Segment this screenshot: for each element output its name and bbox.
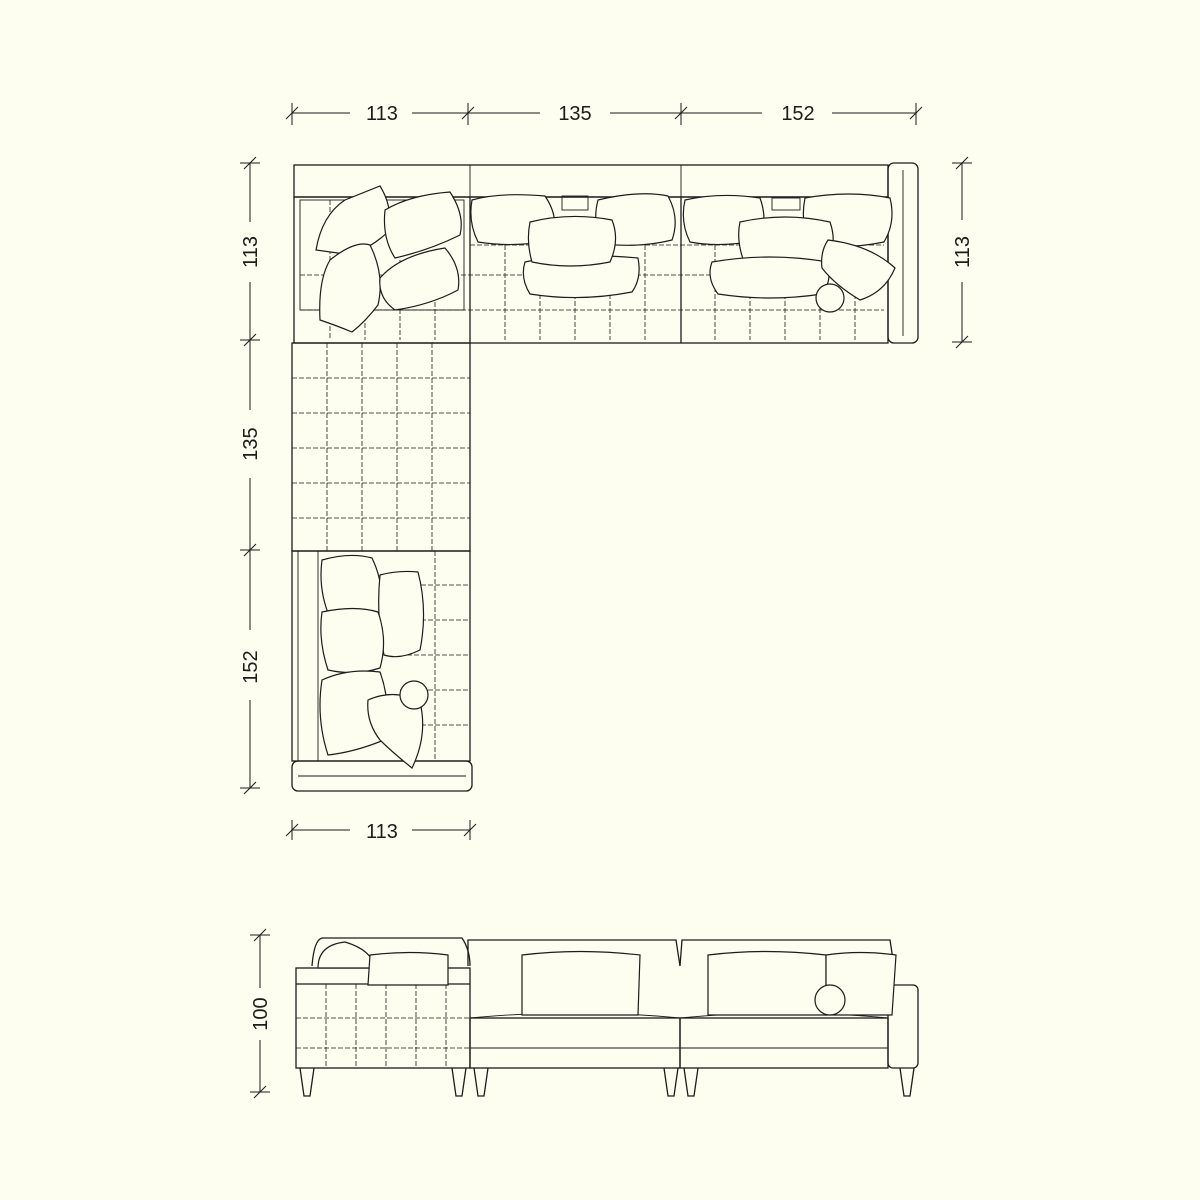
right-arm-elevation [887,984,919,1069]
dimension-label-left-1: 113 [240,236,262,268]
dimension-label-bottom: 113 [366,821,398,843]
right-seat-module [679,1017,889,1069]
bottom-quilt [400,551,470,761]
dimension-right: 113 [952,156,974,349]
dimension-left-3: 152 [240,543,262,795]
middle-seat-module [469,1017,681,1069]
dimension-left-2: 135 [240,333,262,550]
dimension-top-1: 113 [285,103,468,125]
leg-4 [663,1067,679,1097]
sofa-plan-view [291,162,919,792]
right-back-pillows [682,193,896,313]
corner-seat-module [291,342,471,552]
dimension-left-1: 113 [240,156,262,340]
dimension-top-2: 135 [461,103,681,125]
dimension-label-top-2: 135 [558,103,591,125]
lower-back-pillows [319,554,429,769]
dimension-label-left-3: 152 [240,650,262,683]
elevation-quilt [296,984,470,1068]
dimension-elevation: 100 [250,928,272,1099]
sofa-front-elevation [295,937,919,1097]
dimension-top-3: 152 [674,103,923,125]
leg-1 [299,1067,315,1097]
middle-back-pillows [470,193,676,299]
bottom-armrest [291,760,473,792]
dimension-bottom: 113 [285,820,477,843]
leg-3 [473,1067,489,1097]
leg-6 [899,1067,915,1097]
corner-pillows [315,185,462,333]
dimension-label-left-2: 135 [240,427,262,460]
middle-quilt [292,343,470,551]
dimension-label-top-3: 152 [781,103,814,125]
dimension-label-right: 113 [952,236,974,268]
dimension-label-top-1: 113 [366,103,398,125]
leg-5 [683,1067,699,1097]
leg-2 [451,1067,467,1097]
dimension-label-elevation: 100 [250,997,272,1030]
right-armrest [887,162,919,344]
